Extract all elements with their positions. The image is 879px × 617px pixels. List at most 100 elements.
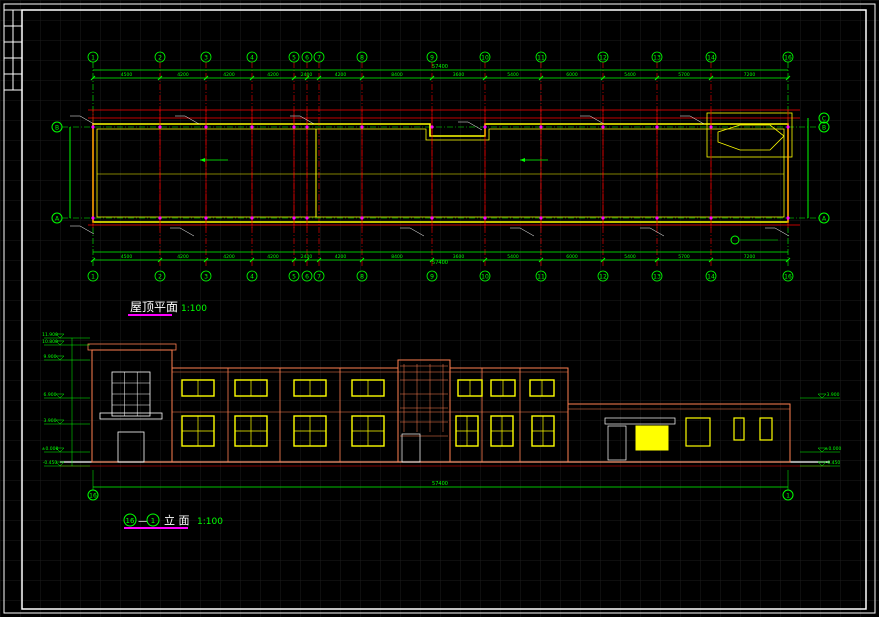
elev-dim-total: 57400	[432, 481, 448, 487]
dim-seg-top: 5400	[624, 72, 636, 78]
axis-label-bottom: 16	[784, 274, 792, 281]
level-marker-right	[817, 461, 827, 467]
dim-tick	[654, 75, 660, 81]
plan-title-group: 屋顶平面 1:100	[128, 300, 207, 316]
elev-axis-to: 1	[151, 517, 155, 525]
dim-tick	[482, 257, 488, 263]
dim-tick	[359, 75, 365, 81]
column-marker	[483, 216, 487, 220]
axis-label-top: 5	[292, 55, 296, 62]
axis-label-right: B	[822, 125, 826, 132]
leader-line	[179, 227, 195, 237]
axis-bubble-top	[313, 51, 325, 63]
dim-seg-bottom: 4200	[267, 254, 279, 260]
axis-bubble-top	[301, 51, 313, 63]
axis-label-top: 8	[360, 55, 364, 62]
plan-title: 屋顶平面	[130, 300, 178, 314]
dim-tick	[708, 257, 714, 263]
axis-label-bottom: 8	[360, 274, 364, 281]
dim-seg-top: 7200	[744, 72, 756, 78]
axis-bubble-bottom	[597, 270, 609, 282]
axis-label-right: C	[822, 116, 826, 123]
level-marker-right	[817, 393, 827, 399]
dim-seg-top: 5700	[678, 72, 690, 78]
column-marker	[91, 216, 95, 220]
axis-bubble-top	[154, 51, 166, 63]
axis-label-bottom: 11	[537, 274, 545, 281]
axis-bubble-right	[818, 121, 830, 133]
column-marker	[305, 216, 309, 220]
dim-seg-bottom: 6000	[566, 254, 578, 260]
dim-tick	[359, 257, 365, 263]
dim-tick	[291, 75, 297, 81]
elev-axis-bubble-left	[87, 489, 99, 501]
axis-bubble-bottom	[200, 270, 212, 282]
axis-bubble-top	[705, 51, 717, 63]
dim-tick	[203, 75, 209, 81]
column-marker	[158, 125, 162, 129]
axis-bubble-bottom	[313, 270, 325, 282]
axis-label-bottom: 2	[158, 274, 162, 281]
dim-tick	[291, 257, 297, 263]
dim-tick	[304, 75, 310, 81]
level-label-right: -0.450	[826, 460, 841, 466]
wing-filled-panel	[635, 425, 669, 451]
dim-seg-bottom: 4200	[177, 254, 189, 260]
column-marker	[292, 216, 296, 220]
dim-seg-bottom: 5400	[507, 254, 519, 260]
axis-bubble-bottom	[479, 270, 491, 282]
axis-label-top: 10	[481, 55, 489, 62]
wing-window-small	[759, 417, 773, 441]
level-label: 6.900	[44, 392, 57, 398]
dim-seg-bottom: 8400	[391, 254, 403, 260]
dim-seg-top: 4200	[335, 72, 347, 78]
dim-seg-bottom: 5400	[624, 254, 636, 260]
wing-door	[607, 425, 627, 461]
elev-axis-from: 16	[126, 517, 135, 525]
axis-bubble-top	[288, 51, 300, 63]
axis-label-top: 11	[537, 55, 545, 62]
dim-tick	[600, 257, 606, 263]
dim-seg-top: 4200	[177, 72, 189, 78]
axis-label-top: 1	[91, 55, 95, 62]
axis-label-bottom: 6	[305, 274, 309, 281]
column-marker	[786, 125, 790, 129]
dim-seg-top: 4500	[121, 72, 133, 78]
column-marker	[204, 125, 208, 129]
slope-arrowhead	[520, 158, 525, 162]
roof-plan: 1122334455667788991010111112121313141416…	[51, 51, 830, 282]
axis-bubble-bottom	[301, 270, 313, 282]
level-label: -0.450	[43, 460, 58, 466]
entrance-door	[117, 431, 145, 463]
dim-tick	[249, 75, 255, 81]
axis-bubble-bottom	[246, 270, 258, 282]
dim-tick	[654, 257, 660, 263]
slope-arrowhead	[200, 158, 205, 162]
dim-seg-bottom: 5700	[678, 254, 690, 260]
column-marker	[601, 216, 605, 220]
elev-scale: 1:100	[197, 517, 223, 527]
axis-label-top: 14	[707, 55, 715, 62]
column-marker	[709, 216, 713, 220]
axis-label-top: 2	[158, 55, 162, 62]
level-marker	[55, 419, 65, 425]
axis-bubble-top	[597, 51, 609, 63]
level-marker	[55, 393, 65, 399]
canopy-box	[706, 112, 793, 158]
axis-bubble-bottom	[154, 270, 166, 282]
dim-tick	[157, 257, 163, 263]
column-marker	[250, 216, 254, 220]
column-marker	[655, 125, 659, 129]
dim-seg-bottom: 4200	[223, 254, 235, 260]
dim-tick	[708, 75, 714, 81]
axis-label-left: B	[55, 125, 59, 132]
column-marker	[305, 125, 309, 129]
elevation: 11.90010.8009.9006.9003.900±0.000-0.4503…	[42, 332, 841, 501]
axis-label-bottom: 13	[653, 274, 661, 281]
column-marker	[292, 125, 296, 129]
leader-line	[79, 225, 95, 235]
elev-axis-sep: —	[138, 516, 148, 527]
axis-bubble-top	[426, 51, 438, 63]
axis-bubble-left	[51, 121, 63, 133]
